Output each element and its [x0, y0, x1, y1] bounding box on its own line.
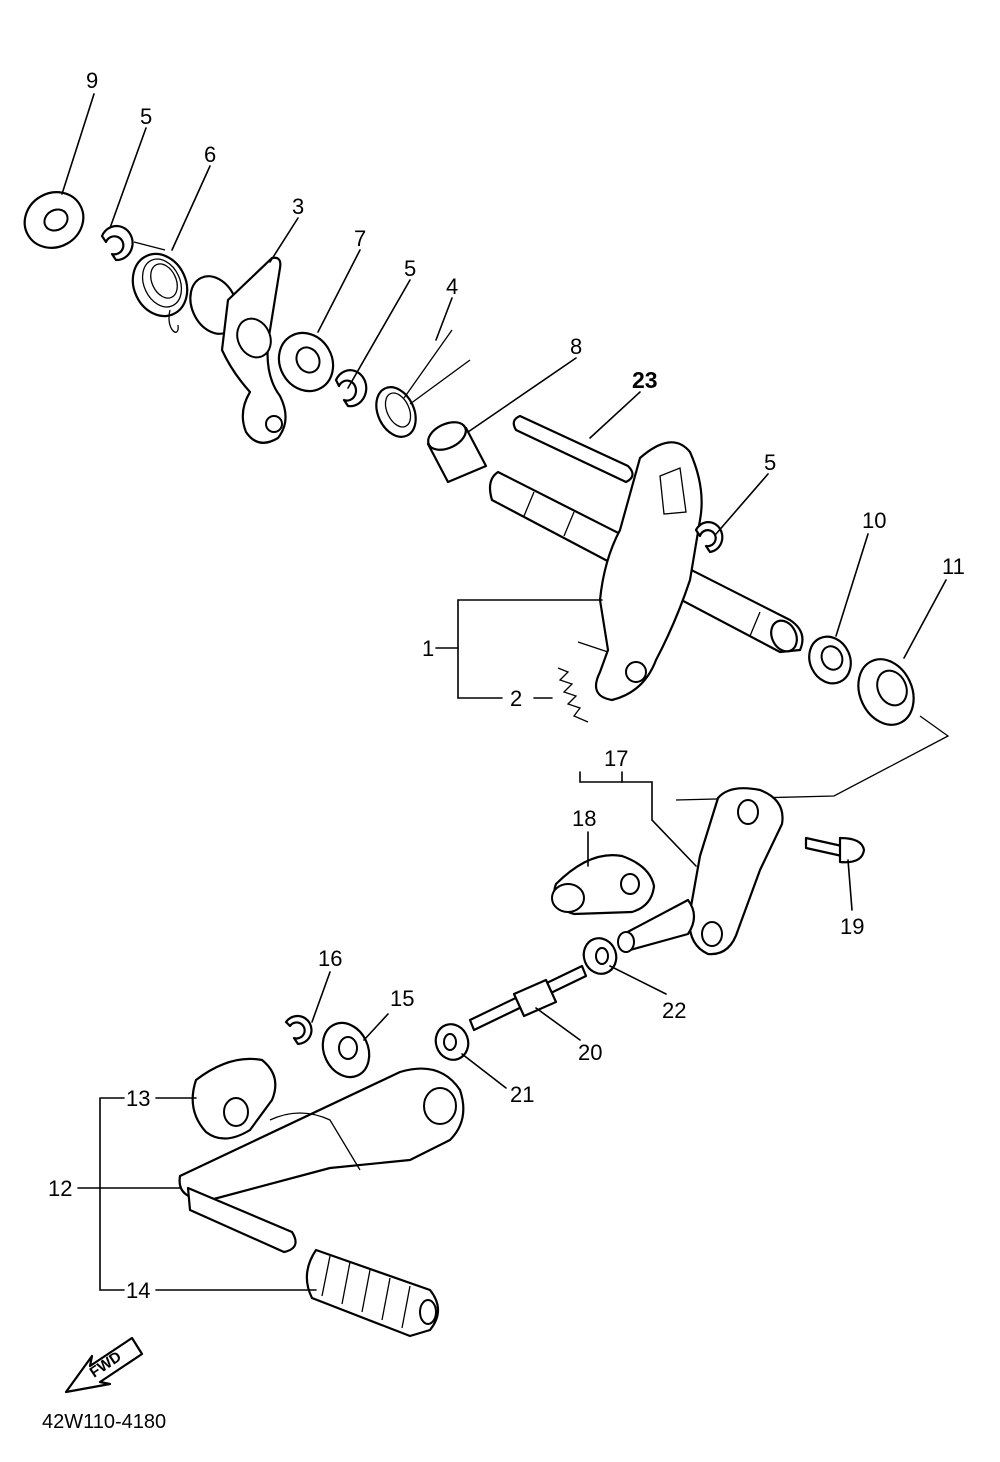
part-15-washer	[321, 1021, 371, 1079]
callout-11: 11	[942, 554, 965, 579]
part-9-washer	[23, 191, 85, 249]
part-13-joint	[191, 1057, 277, 1140]
callout-labels: 9 5 6 3 7 5 4 8 23 5 10 11 1 2 17 18 19 …	[48, 68, 965, 1303]
callout-5-shaft: 5	[764, 450, 776, 475]
part-7-washer	[277, 331, 335, 393]
part-5-circlip-top	[100, 224, 134, 262]
part-5-circlip-middle	[334, 369, 368, 408]
callout-12: 12	[48, 1176, 72, 1201]
fwd-arrow-icon: FWD	[64, 1336, 144, 1394]
part-2-spring	[557, 667, 589, 723]
part-14-pedal-rubber	[305, 1248, 440, 1338]
callout-7: 7	[354, 226, 366, 251]
part-22-nut	[582, 937, 618, 975]
part-5-circlip-shaft	[694, 521, 724, 554]
callout-20: 20	[578, 1040, 602, 1065]
callout-19: 19	[840, 914, 864, 939]
part-21-nut	[434, 1023, 470, 1061]
callout-9: 9	[86, 68, 98, 93]
callout-21: 21	[510, 1082, 534, 1107]
callout-14: 14	[126, 1278, 150, 1303]
part-12-shift-pedal	[178, 1067, 465, 1254]
part-8-collar	[426, 421, 488, 484]
diagram-code: 42W110-4180	[42, 1411, 166, 1433]
callout-2: 2	[510, 686, 522, 711]
callout-23: 23	[632, 367, 658, 393]
callout-3: 3	[292, 194, 304, 219]
callout-13: 13	[126, 1086, 150, 1111]
part-17-shift-arm	[688, 787, 784, 956]
callout-17: 17	[604, 746, 628, 771]
callout-10: 10	[862, 508, 886, 533]
part-16-circlip	[284, 1014, 313, 1046]
part-10-washer	[808, 635, 852, 685]
callout-4: 4	[446, 274, 458, 299]
callout-8: 8	[570, 334, 582, 359]
callout-5-top: 5	[140, 104, 152, 129]
part-20-shift-rod	[468, 964, 588, 1032]
part-1-shift-shaft	[488, 441, 804, 702]
callout-6: 6	[204, 142, 216, 167]
part-6-torsion-spring	[131, 241, 189, 333]
part-3-shift-arm	[189, 256, 287, 444]
part-11-oil-seal	[857, 658, 915, 726]
callout-15: 15	[390, 986, 414, 1011]
callout-22: 22	[662, 998, 686, 1023]
alignment-line	[675, 715, 950, 801]
joint-pivot	[617, 898, 696, 953]
callout-1: 1	[422, 636, 434, 661]
leader-lines	[61, 93, 947, 1291]
part-19-bolt	[804, 836, 866, 864]
callout-16: 16	[318, 946, 342, 971]
callout-18: 18	[572, 806, 596, 831]
callout-5-middle: 5	[404, 256, 416, 281]
part-18-joint	[551, 854, 656, 916]
part-23-pin	[512, 414, 634, 484]
part-4-return-spring	[375, 329, 471, 438]
